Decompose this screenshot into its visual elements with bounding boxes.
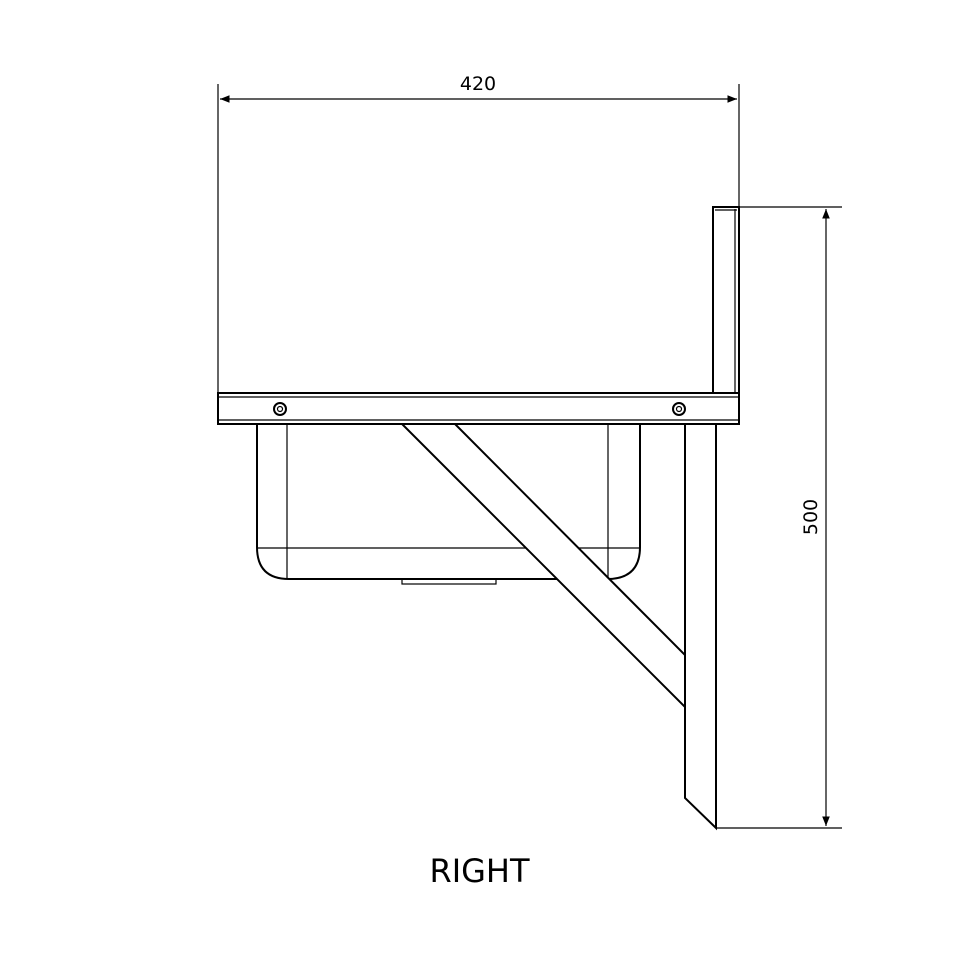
fixing-hole-right-inner — [675, 405, 683, 413]
view-title: RIGHT — [429, 852, 530, 890]
wall-upright — [684, 206, 740, 831]
fixing-hole-right — [672, 402, 686, 416]
fixing-hole-left — [273, 402, 287, 416]
worktop-front — [217, 392, 740, 425]
height-dimension: 500 — [716, 206, 842, 829]
height-label: 500 — [800, 499, 822, 535]
drain-outlet — [401, 578, 497, 585]
worktop — [217, 392, 740, 425]
width-dimension: 420 — [217, 73, 740, 392]
fixing-hole-left-inner — [276, 405, 284, 413]
width-label: 420 — [460, 73, 496, 95]
upright-lower — [684, 423, 717, 831]
